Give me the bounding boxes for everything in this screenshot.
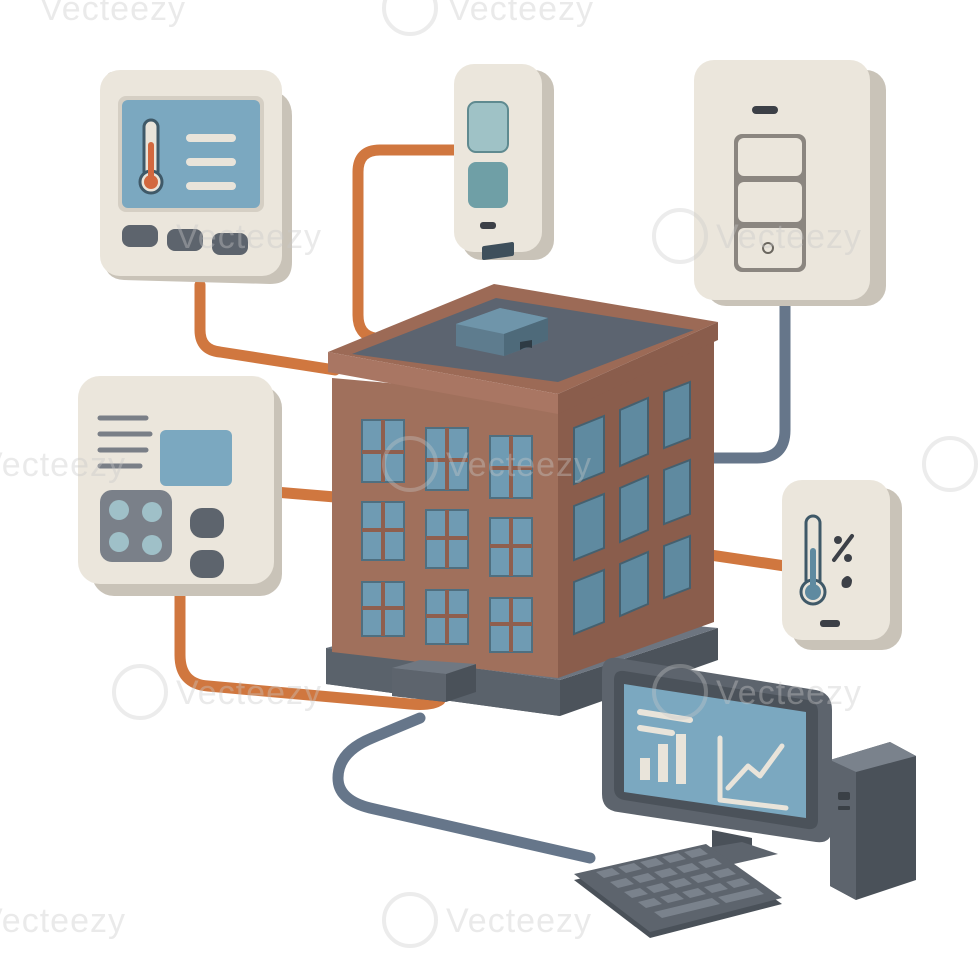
humidity-sensor <box>782 480 902 650</box>
thermostat-panel <box>100 70 292 284</box>
keypad-button-2 <box>190 550 224 578</box>
cable-keyboard <box>332 712 596 864</box>
watermark-text: Vecteezy <box>176 218 322 256</box>
analytics-chart-icon <box>637 709 789 811</box>
keypad-display <box>160 430 232 486</box>
watermark-text: Vecteezy <box>716 674 862 712</box>
light-switch-triple <box>694 60 886 306</box>
cable-keypad-base <box>174 589 446 710</box>
watermark-text: Vecteezy <box>40 0 186 28</box>
switch-indicator-slot <box>480 222 496 229</box>
thermostat-button-1 <box>122 225 158 247</box>
switch-top-slot <box>752 106 778 114</box>
rocker-switch-icon <box>467 101 509 208</box>
watermark-text: Vecteezy <box>448 0 594 28</box>
watermark-logo <box>112 0 978 948</box>
keypad-icon <box>100 490 172 562</box>
watermark-text: Vecteezy <box>716 218 862 256</box>
thermometer-percent-icon <box>799 514 854 606</box>
cable-small-switch <box>352 144 461 344</box>
computer-tower <box>830 742 916 900</box>
thermometer-icon <box>138 118 164 195</box>
watermark-text: Vecteezy <box>0 902 126 940</box>
keyboard <box>574 844 782 938</box>
thermostat-button-2 <box>167 229 203 251</box>
watermark-layer: Vecteezy Vecteezy Vecteezy Vecteezy Vect… <box>0 0 978 948</box>
keyboard-keys <box>596 848 764 918</box>
side-windows <box>573 380 691 636</box>
watermark-text: Vecteezy <box>0 446 126 484</box>
keypad-button-1 <box>190 508 224 538</box>
front-window-mullions <box>362 420 532 652</box>
watermark-text: Vecteezy <box>446 446 592 484</box>
menu-lines-icon <box>186 134 236 190</box>
monitoring-computer <box>574 657 916 938</box>
building <box>326 242 718 716</box>
cable-thermostat <box>194 279 341 376</box>
cable-keypad <box>269 486 341 503</box>
control-keypad <box>78 376 282 596</box>
rooftop-hvac-unit <box>456 242 548 356</box>
thermostat-button-3 <box>212 233 248 255</box>
sensor-slot <box>820 620 840 627</box>
watermark-text: Vecteezy <box>176 674 322 712</box>
watermark-text: Vecteezy <box>446 902 592 940</box>
building-entrance-connector <box>392 660 476 702</box>
triple-switch-icon <box>734 134 806 272</box>
light-switch-small <box>454 64 554 260</box>
text-lines-icon <box>97 415 153 469</box>
